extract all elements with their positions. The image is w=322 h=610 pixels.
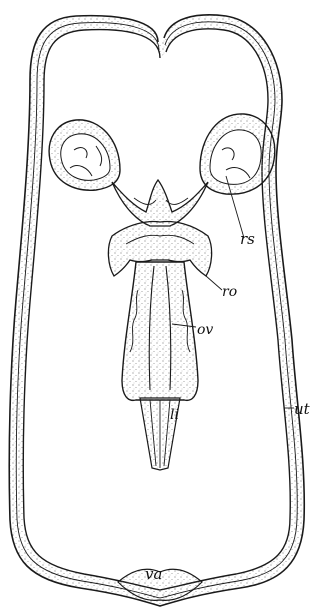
label-ro: ro: [222, 285, 237, 299]
label-va: va: [145, 567, 162, 582]
label-ut: ut: [294, 402, 310, 417]
ovary: [122, 262, 198, 400]
label-li: li: [170, 408, 179, 422]
label-rs: rs: [240, 232, 255, 247]
label-ov: ov: [197, 323, 213, 337]
